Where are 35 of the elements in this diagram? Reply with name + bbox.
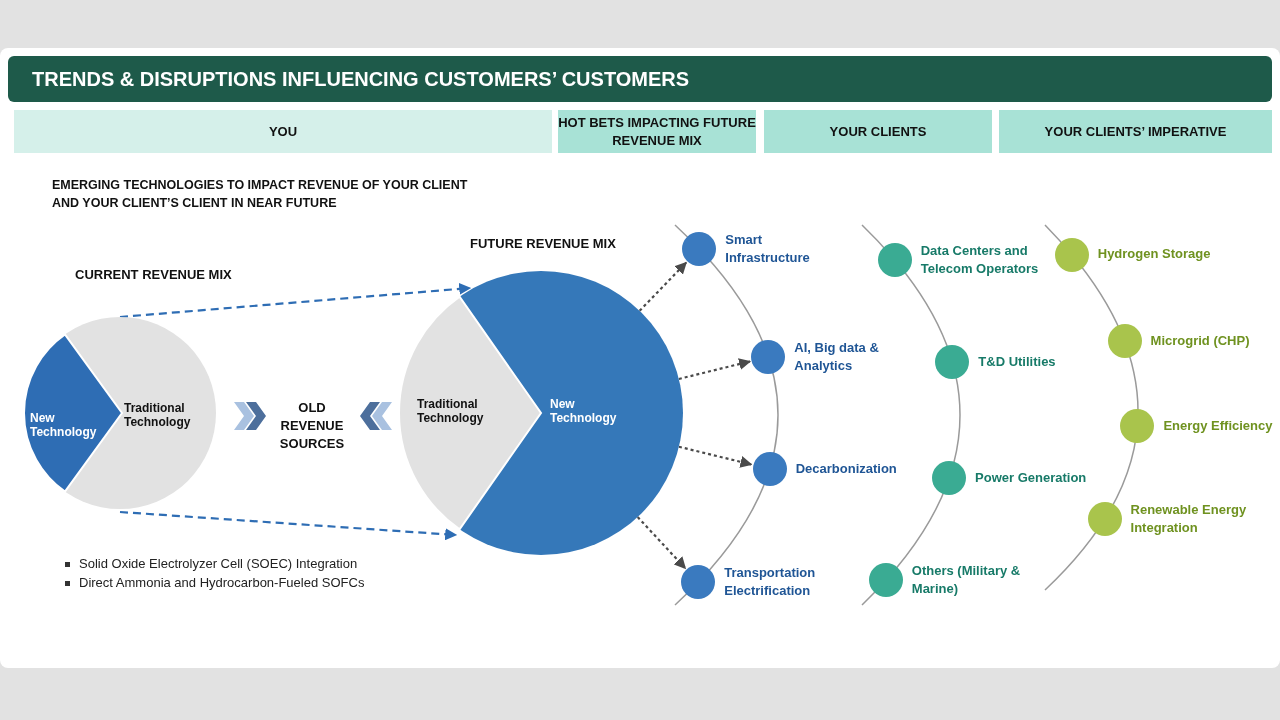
column-header: YOU: [14, 110, 552, 153]
node-label: Transportation Electrification: [724, 564, 817, 601]
arrow: [678, 445, 753, 468]
node-label: Renewable Energy Integration: [1130, 501, 1248, 538]
column-header: HOT BETS IMPACTING FUTURE REVENUE MIX: [558, 110, 756, 153]
arrow: [636, 516, 687, 570]
column-header: YOUR CLIENTS’ IMPERATIVE: [999, 110, 1272, 153]
arrow: [678, 358, 752, 381]
section-label: OLD REVENUE SOURCES: [278, 399, 346, 454]
chart-title: CURRENT REVENUE MIX: [75, 267, 232, 282]
slice-label: Traditional Technology: [124, 401, 192, 430]
title-banner: TRENDS & DISRUPTIONS INFLUENCING CUSTOMERS’ CUSTOMERS: [8, 56, 1272, 102]
node-label: AI, Big data & Analytics: [794, 338, 880, 375]
node-label: T&D Utilities: [978, 352, 1056, 371]
slice-label: Traditional Technology: [417, 397, 485, 426]
bullet-text: Solid Oxide Electrolyzer Cell (SOEC) Integration: [79, 556, 358, 571]
heading-text: EMERGING TECHNOLOGIES TO IMPACT REVENUE OF YOUR CLIENT AND YOUR CLIENT’S CLIENT IN NEAR FUTURE: [52, 177, 469, 213]
arrow: [119, 282, 472, 319]
bullet-text: Direct Ammonia and Hydrocarbon-Fueled SOFCs: [79, 575, 365, 590]
node-label: Decarbonization: [795, 459, 897, 478]
node-label: Microgrid (CHP): [1150, 332, 1250, 351]
arrow: [119, 510, 458, 541]
node-label: Smart Infrastructure: [725, 230, 811, 267]
pie-chart: [399, 271, 683, 555]
node-label: Others (Military & Marine): [911, 562, 1022, 599]
node-label: Energy Efficiency: [1163, 416, 1273, 435]
slice-label: New Technology: [550, 397, 618, 426]
slice-label: New Technology: [30, 411, 98, 440]
node-label: Hydrogen Storage: [1097, 245, 1211, 264]
arrow: [638, 261, 687, 312]
chart-title: FUTURE REVENUE MIX: [470, 236, 616, 251]
pie-chart: [24, 317, 216, 509]
node-label: Data Centers and Telecom Operators: [920, 241, 1040, 278]
column-header: YOUR CLIENTS: [764, 110, 992, 153]
node-label: Power Generation: [975, 469, 1087, 488]
